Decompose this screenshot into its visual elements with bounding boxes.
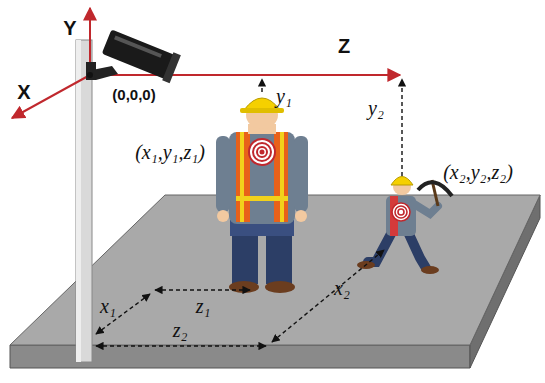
dimension-label: x₁ xyxy=(100,296,116,316)
camera xyxy=(86,28,181,84)
axes xyxy=(12,8,400,118)
dimension-label: z₁ xyxy=(196,296,211,316)
axis-label: Z xyxy=(338,36,350,56)
coordinate-label: (x₁,y₁,z₁) xyxy=(135,142,205,162)
worker-1 xyxy=(216,98,308,293)
origin-label: (0,0,0) xyxy=(112,87,155,102)
target-marker xyxy=(392,203,410,221)
dimension-label: z₂ xyxy=(173,320,188,340)
target-marker xyxy=(249,139,275,165)
worker-2 xyxy=(357,177,452,275)
coordinate-label: (x₂,y₂,z₂) xyxy=(443,162,513,182)
height-label: y₁ xyxy=(276,86,292,106)
floor-dimensions xyxy=(96,250,384,346)
axis-label: X xyxy=(17,82,30,102)
height-label: y₂ xyxy=(368,98,384,118)
axis-label: Y xyxy=(63,18,76,38)
pole xyxy=(76,40,92,362)
dimension-label: x₂ xyxy=(334,278,350,298)
